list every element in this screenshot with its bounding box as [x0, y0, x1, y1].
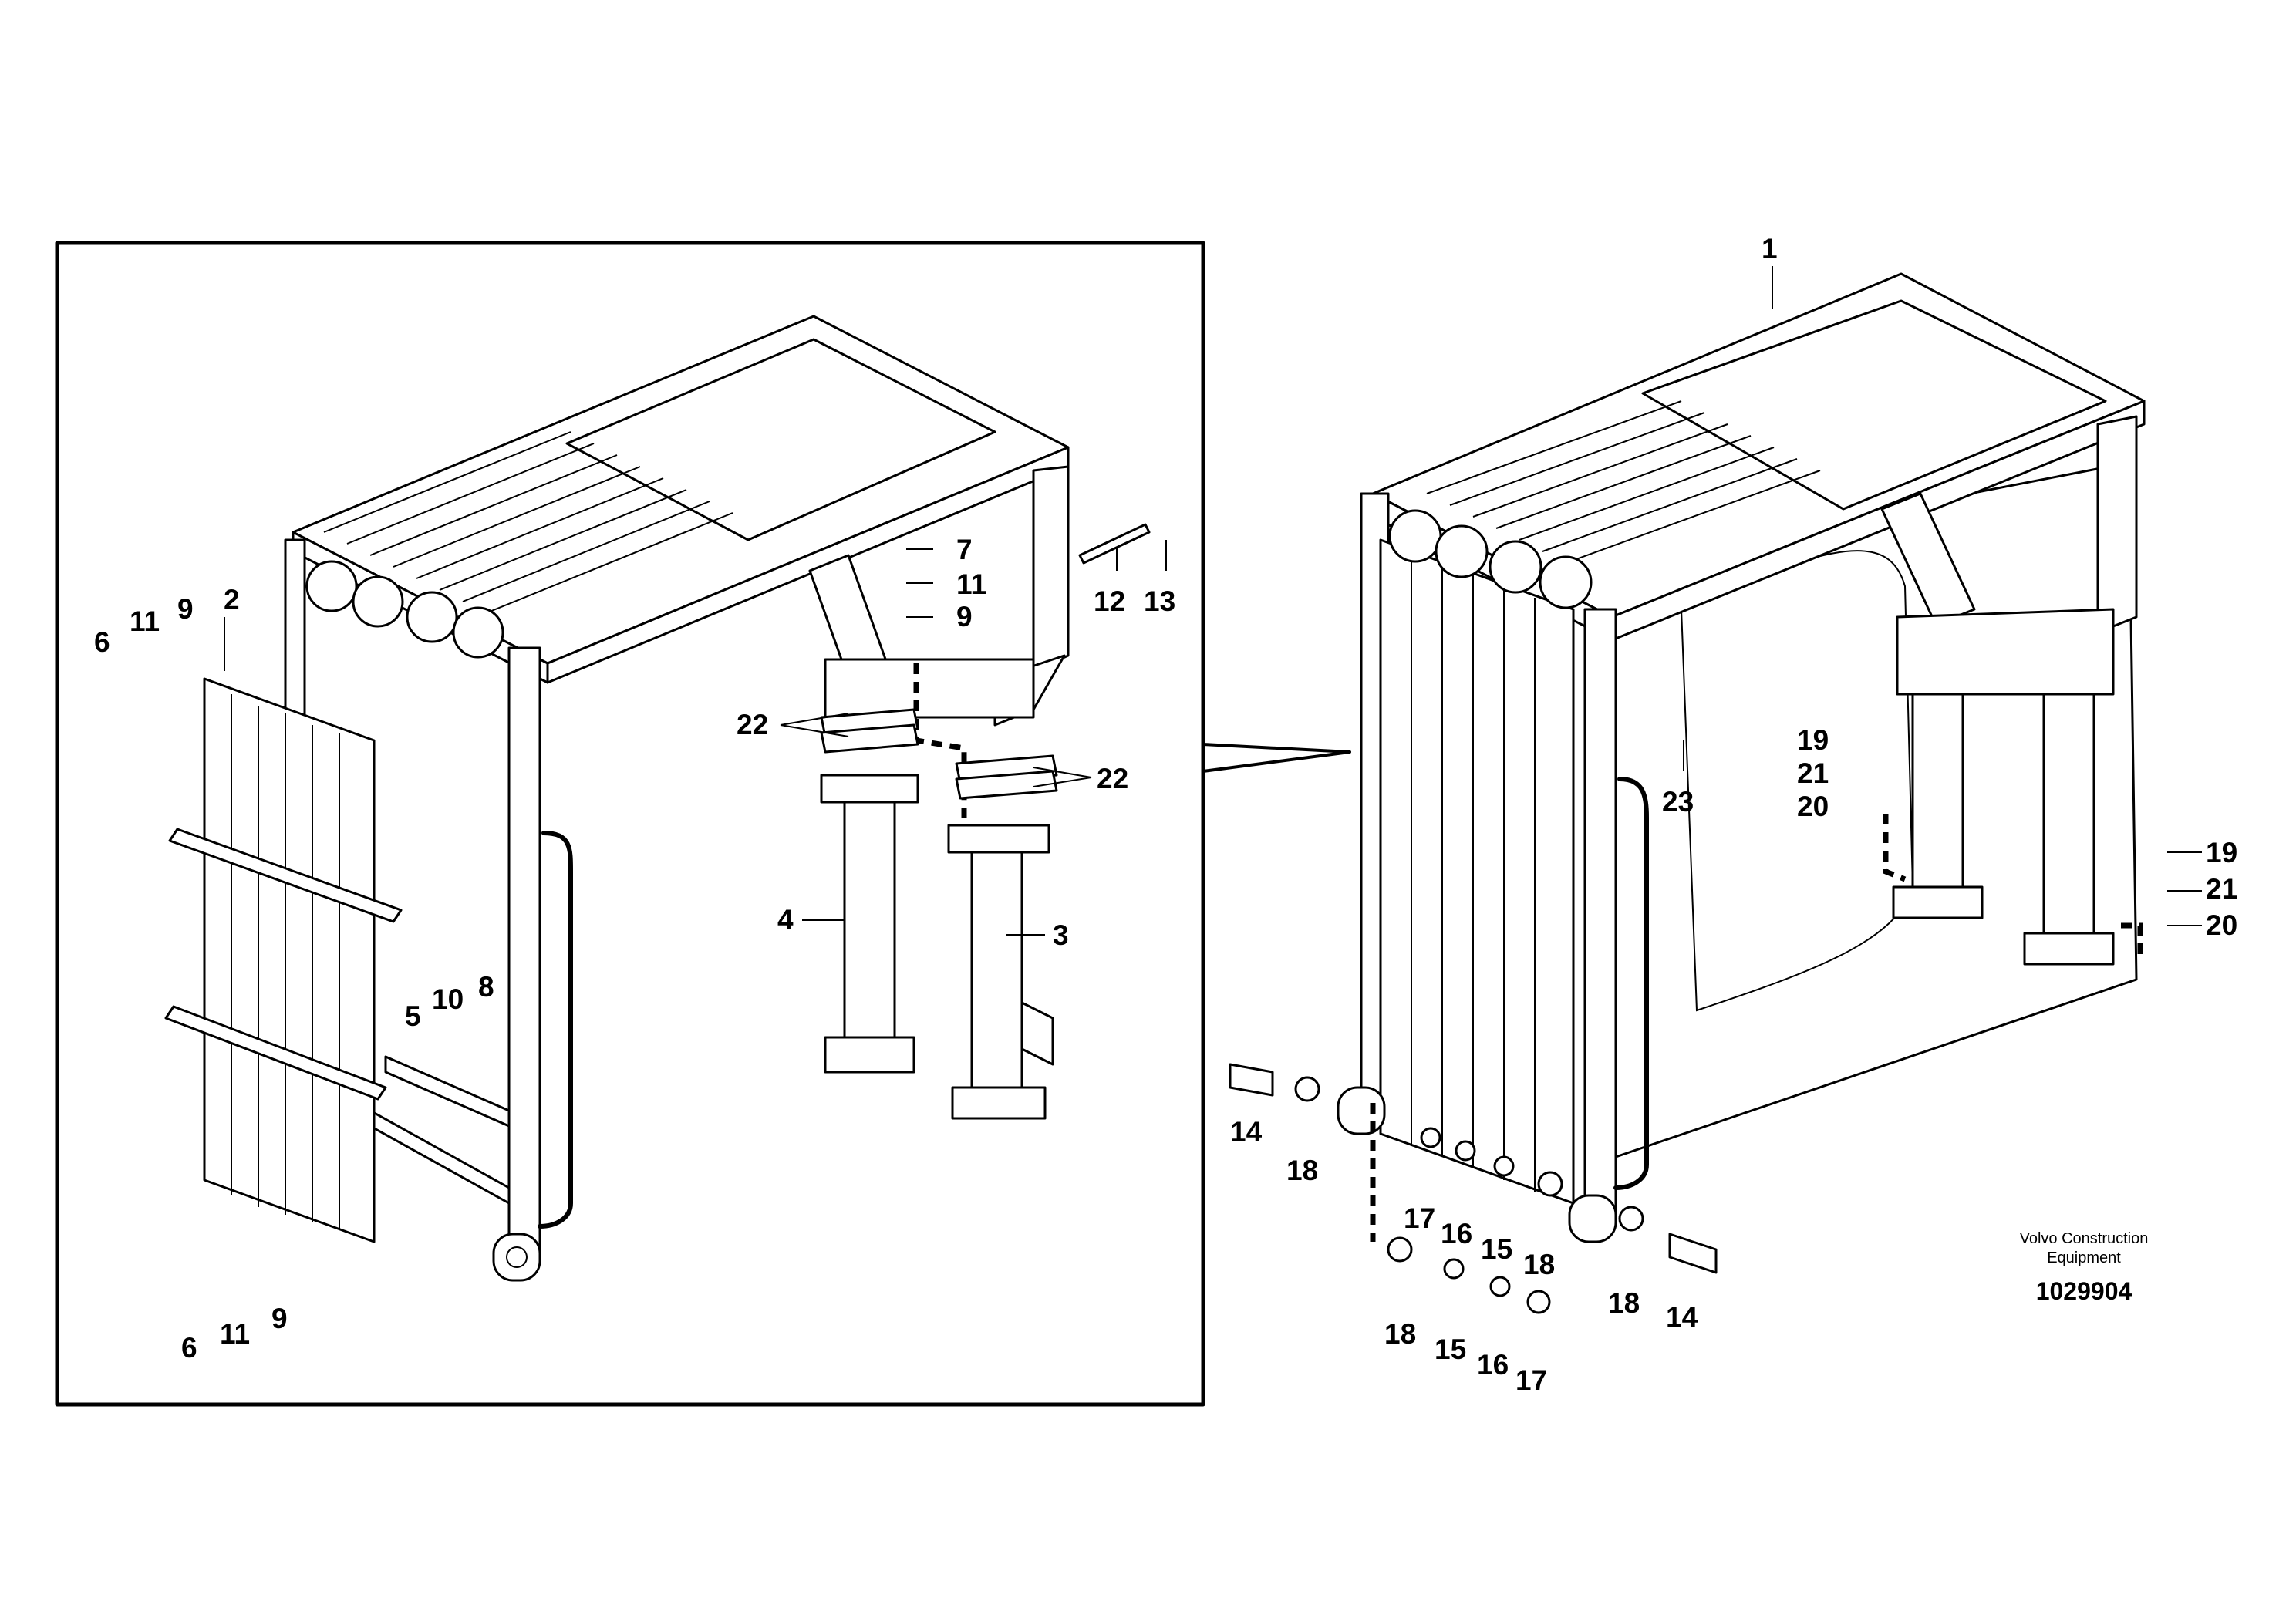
detail-hinge-rollers — [305, 560, 504, 659]
callout-14a: 14 — [1230, 1116, 1263, 1148]
callout-18d: 18 — [1608, 1287, 1640, 1319]
callout-9c: 9 — [271, 1303, 288, 1334]
caption-drawing-number: 1029904 — [2036, 1277, 2132, 1305]
callout-4: 4 — [777, 904, 794, 936]
callout-14b: 14 — [1666, 1301, 1698, 1333]
callout-6b: 6 — [181, 1332, 197, 1364]
callout-labels: 1 2 3 4 5 6 6 7 8 9 9 9 10 11 11 11 12 1… — [94, 233, 2237, 1396]
callout-15a: 15 — [1481, 1233, 1512, 1265]
callout-19b: 19 — [2206, 837, 2237, 868]
callout-10: 10 — [432, 983, 464, 1015]
detail-view-box — [55, 241, 1351, 1407]
callout-11b: 11 — [956, 568, 986, 600]
detail-frame-drawing — [284, 315, 1070, 1282]
callout-16a: 16 — [1441, 1218, 1472, 1249]
main-frame-drawing — [1337, 272, 2146, 1243]
detail-leg-4 — [820, 774, 919, 1074]
main-hinge-rollers — [1388, 509, 1593, 609]
main-slats — [1426, 400, 1821, 564]
main-hinge-hardware — [1229, 1063, 1718, 1314]
caption-block: Volvo Construction Equipment 1029904 — [2020, 1230, 2149, 1305]
main-bolt-path-far — [2121, 922, 2143, 956]
callout-12: 12 — [1094, 585, 1125, 617]
callout-5: 5 — [405, 1000, 421, 1032]
callout-11c: 11 — [220, 1318, 250, 1350]
callout-15b: 15 — [1435, 1334, 1466, 1365]
detail-shims — [820, 708, 1058, 800]
callout-1: 1 — [1762, 233, 1778, 265]
callout-13: 13 — [1144, 585, 1175, 617]
pin-12 — [1078, 523, 1151, 565]
callout-16b: 16 — [1477, 1349, 1509, 1381]
detail-grille — [164, 677, 403, 1243]
callout-11a: 11 — [130, 605, 160, 637]
callout-6a: 6 — [94, 626, 110, 658]
callout-9a: 9 — [177, 593, 194, 625]
callout-17b: 17 — [1515, 1364, 1547, 1396]
callout-22b: 22 — [1097, 763, 1128, 794]
callout-9b: 9 — [956, 601, 973, 632]
callout-8: 8 — [478, 971, 494, 1003]
callout-20b: 20 — [2206, 909, 2237, 941]
callout-19a: 19 — [1797, 724, 1829, 756]
callout-21b: 21 — [2206, 873, 2237, 905]
detail-leg-3 — [947, 824, 1054, 1120]
detail-mount-plate — [824, 658, 1035, 719]
caption-brand-line2: Equipment — [2047, 1249, 2121, 1266]
main-bolt-path-right — [1883, 814, 1907, 882]
callout-18c: 18 — [1384, 1318, 1416, 1350]
callout-18a: 18 — [1286, 1155, 1318, 1186]
callout-17a: 17 — [1404, 1202, 1435, 1234]
callout-2: 2 — [224, 584, 240, 615]
callout-23: 23 — [1662, 786, 1694, 818]
detail-bolt-path — [913, 663, 967, 818]
callout-7: 7 — [956, 534, 973, 565]
callout-3: 3 — [1053, 919, 1069, 951]
callout-21a: 21 — [1797, 757, 1829, 789]
callout-18b: 18 — [1523, 1249, 1555, 1280]
caption-brand-line1: Volvo Construction — [2020, 1230, 2149, 1247]
leader-lines — [224, 266, 2202, 936]
detail-slats — [323, 431, 733, 614]
callout-22a: 22 — [737, 709, 768, 740]
callout-20a: 20 — [1797, 791, 1829, 822]
